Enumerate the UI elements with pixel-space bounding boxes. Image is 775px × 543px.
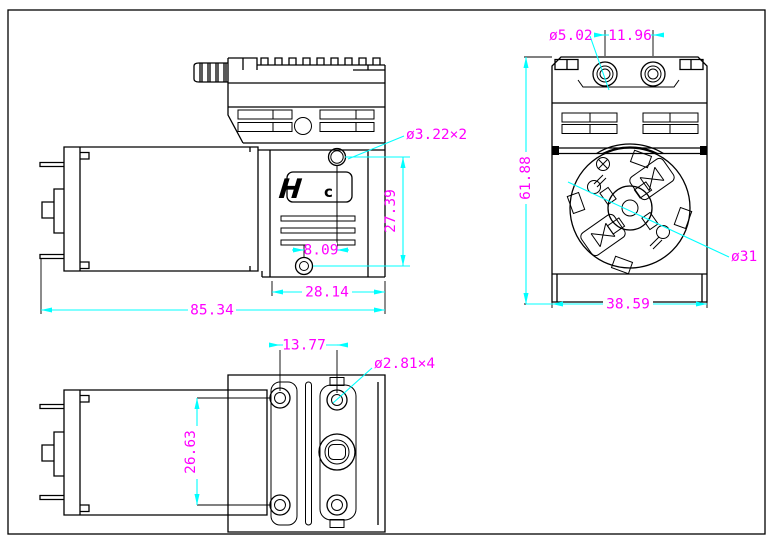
dim-text-head-width: 28.14: [305, 285, 349, 301]
dim-hole-offset: 8.09: [292, 242, 349, 259]
dim-motor-diameter: ø31: [567, 181, 757, 265]
upper-screw-hole-inner: [330, 150, 344, 164]
logo-letter-c: c: [324, 183, 333, 201]
balance-hole-left: [587, 180, 601, 194]
dim-port-spacing: 11.96: [594, 28, 664, 56]
motor-outline: [39, 146, 259, 272]
front-vent-slots: [561, 112, 699, 134]
dim-text-port-spacing: 11.96: [608, 28, 652, 44]
head-outline-bottom: [227, 374, 386, 533]
dim-text-motor-dia: ø31: [731, 249, 757, 265]
outlet-port-right: [640, 61, 666, 87]
center-boss: [318, 433, 356, 471]
dim-text-hole-dia: ø3.22×2: [406, 127, 467, 143]
head-center-hole: [294, 117, 312, 135]
port-manifold: [577, 79, 680, 88]
notch-bottom: [329, 519, 345, 528]
front-plate: [258, 149, 385, 278]
hose-barb-fitting: [193, 62, 228, 83]
dim-text-hole-spacing-v: 27.39: [383, 189, 399, 233]
dim-text-mount-spacing-y: 26.63: [183, 430, 199, 474]
dim-body-width: 38.59: [526, 279, 708, 313]
magnet-pocket-upper: [629, 157, 675, 201]
motor-shaft-hole: [621, 199, 639, 217]
bottom-view: 13.77 ø2.81×4 26.63: [39, 338, 435, 533]
clamp-end-left: [552, 146, 559, 155]
dim-text-hole-offset: 8.09: [304, 243, 339, 259]
logo-plate: [286, 171, 353, 203]
dim-overall-height: 61.88: [518, 56, 557, 305]
cooling-ribs: [280, 215, 356, 246]
dim-port-diameter: ø5.02: [549, 28, 610, 91]
dim-head-width: 28.14: [271, 281, 386, 314]
dim-overall-length: 85.34: [40, 259, 385, 319]
dim-text-mount-hole-dia: ø2.81×4: [374, 356, 435, 372]
dim-mount-hole-spacing-x: 13.77: [269, 338, 348, 393]
hub-stubs: [599, 181, 659, 235]
dim-text-body-width: 38.59: [606, 297, 650, 313]
head-body: [228, 65, 386, 277]
clamp-end-right: [700, 146, 707, 155]
front-view: ø5.02 11.96 61.88 38.59: [518, 28, 757, 313]
rim-tabs: [566, 149, 693, 275]
vent-slots: [237, 109, 375, 132]
lower-screw-hole-inner: [299, 261, 309, 271]
screw-symbol: [596, 157, 610, 171]
dim-mount-hole-diameter: ø2.81×4: [332, 356, 435, 404]
motor-hub: [607, 185, 653, 231]
dim-text-overall-height: 61.88: [518, 156, 534, 200]
dim-text-overall-length: 85.34: [190, 303, 234, 319]
dim-hole-spacing-vertical: 27.39: [313, 156, 410, 267]
logo-letter-h: H: [277, 174, 303, 205]
dim-text-port-dia: ø5.02: [549, 28, 593, 44]
dim-text-mount-spacing-x: 13.77: [282, 338, 326, 354]
dim-hole-diameter: ø3.22×2: [347, 127, 467, 160]
hatch-marks: [593, 174, 663, 250]
head-top-fins: [227, 57, 385, 144]
clamp-arc: [596, 143, 664, 155]
balance-hole-right: [656, 225, 670, 239]
center-slot: [305, 381, 312, 526]
valve-strip: [270, 381, 298, 526]
drawing-border: [7, 9, 766, 535]
motor-outline-bottom: [39, 389, 268, 516]
dim-mount-hole-spacing-y: 26.63: [183, 397, 271, 506]
side-view: H c ø3.22×2 27.39 8.09 28.14: [39, 57, 467, 319]
